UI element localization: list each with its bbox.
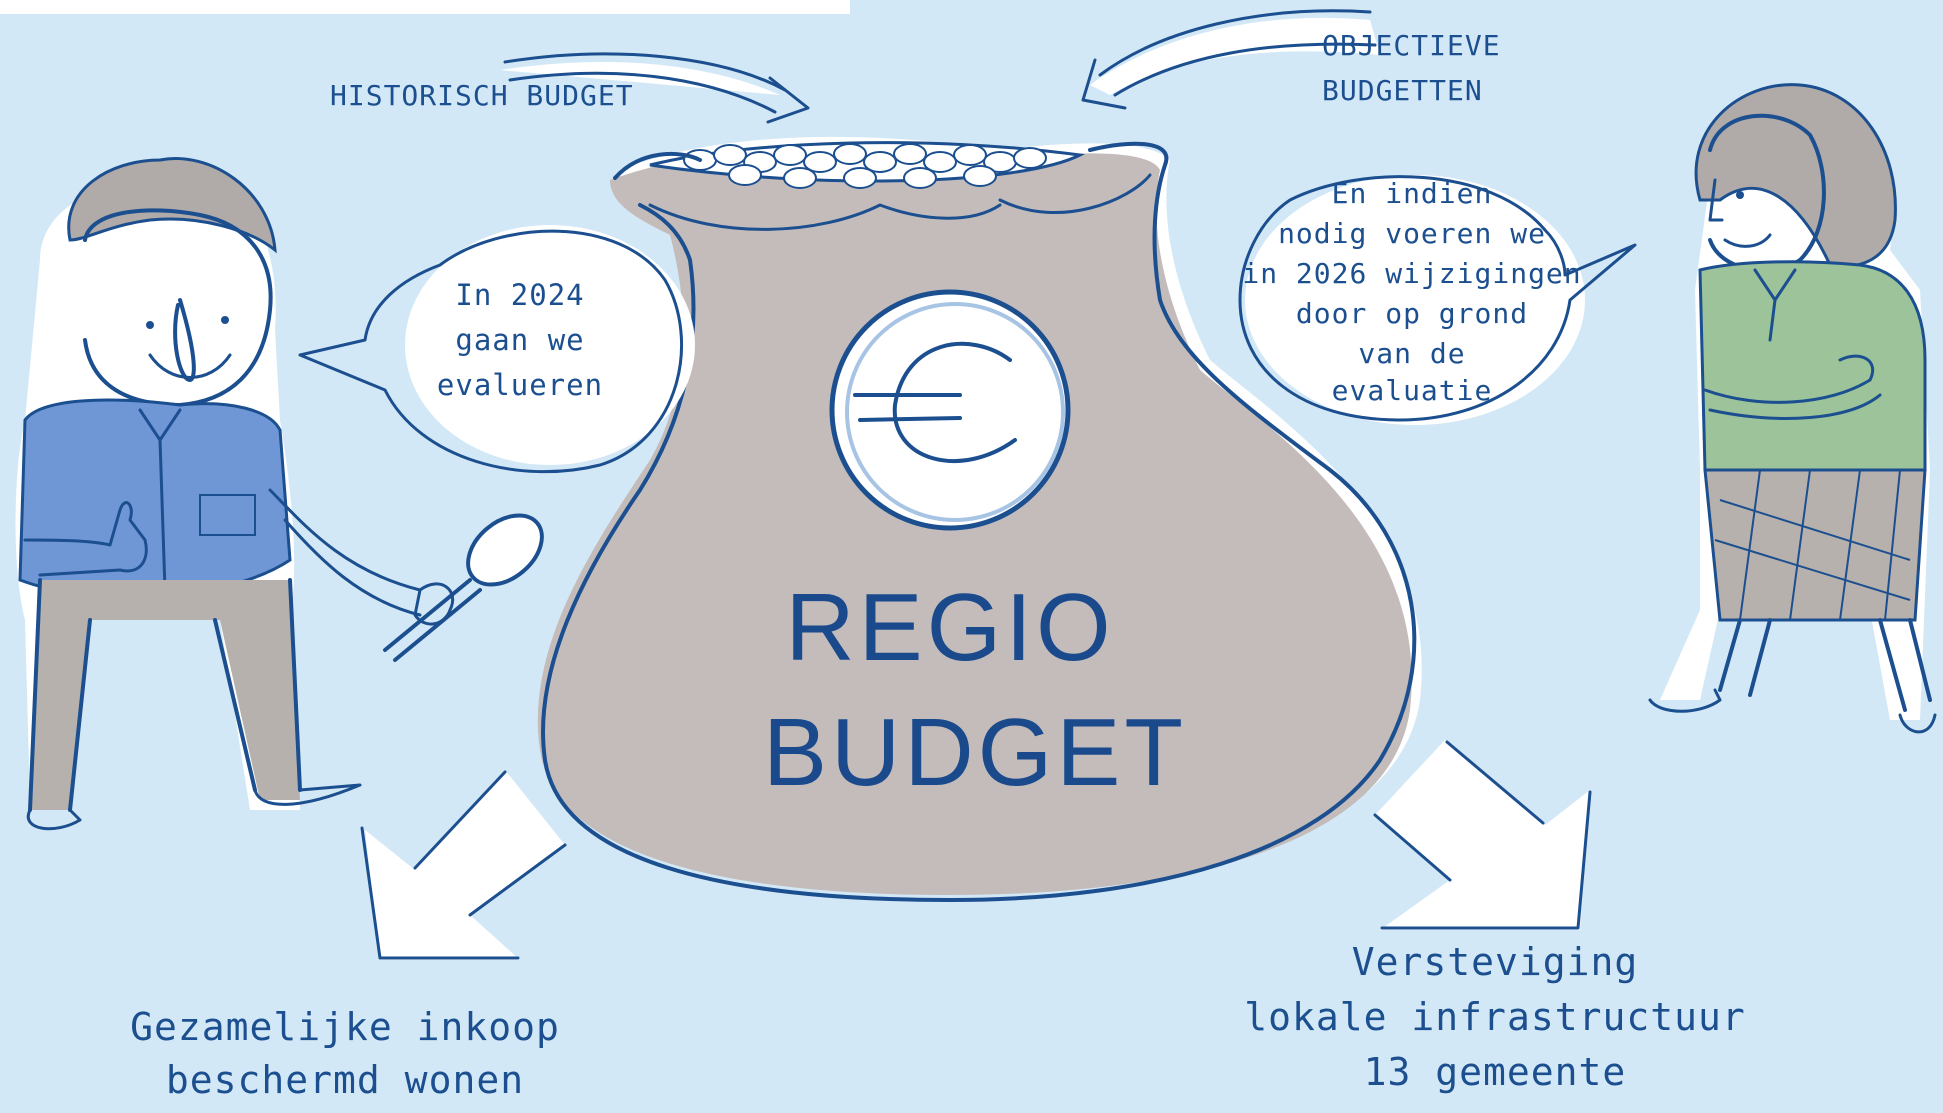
budget-title: BUDGET [763,699,1187,806]
outcome-right-line: lokale infrastructuur [1244,995,1745,1039]
top-paper-strip [0,0,850,14]
money-bag-icon [537,136,1422,902]
arrow-icon [360,770,567,960]
regio-title: REGIO [785,574,1114,681]
woman-character [1648,83,1937,734]
outcome-left-line: Gezamelijke inkoop [130,1005,560,1049]
bubble-left-line: gaan we [455,323,584,357]
bubble-right-line: nodig voeren we [1278,217,1546,250]
historisch-budget-label: HISTORISCH BUDGET [330,79,634,112]
bubble-right-line: van de [1358,337,1465,370]
bubble-right-line: En indien [1332,177,1493,210]
bubble-right-line: evaluatie [1332,374,1493,407]
outcome-right-line: 13 gemeente [1364,1050,1627,1094]
speech-bubble-right [1238,175,1637,425]
objectieve-label-line1: OBJECTIEVE [1322,29,1501,62]
bubble-left-line: In 2024 [455,278,584,312]
magnifying-glass-icon [383,513,544,662]
outcome-left-line: beschermd wonen [166,1058,524,1102]
arrow-icon [1373,740,1592,930]
bubble-right-line: door op grond [1296,297,1528,330]
arrow-icon [500,52,810,124]
outcome-right-line: Versteviging [1352,940,1639,984]
arrow-icon [1081,9,1380,110]
speech-bubble-left [298,225,695,474]
man-character [15,157,422,831]
bubble-right-line: in 2026 wijzigingen [1242,257,1581,290]
objectieve-label-line2: BUDGETTEN [1322,74,1483,107]
euro-icon [853,341,1017,463]
bubble-left-line: evalueren [437,368,603,402]
